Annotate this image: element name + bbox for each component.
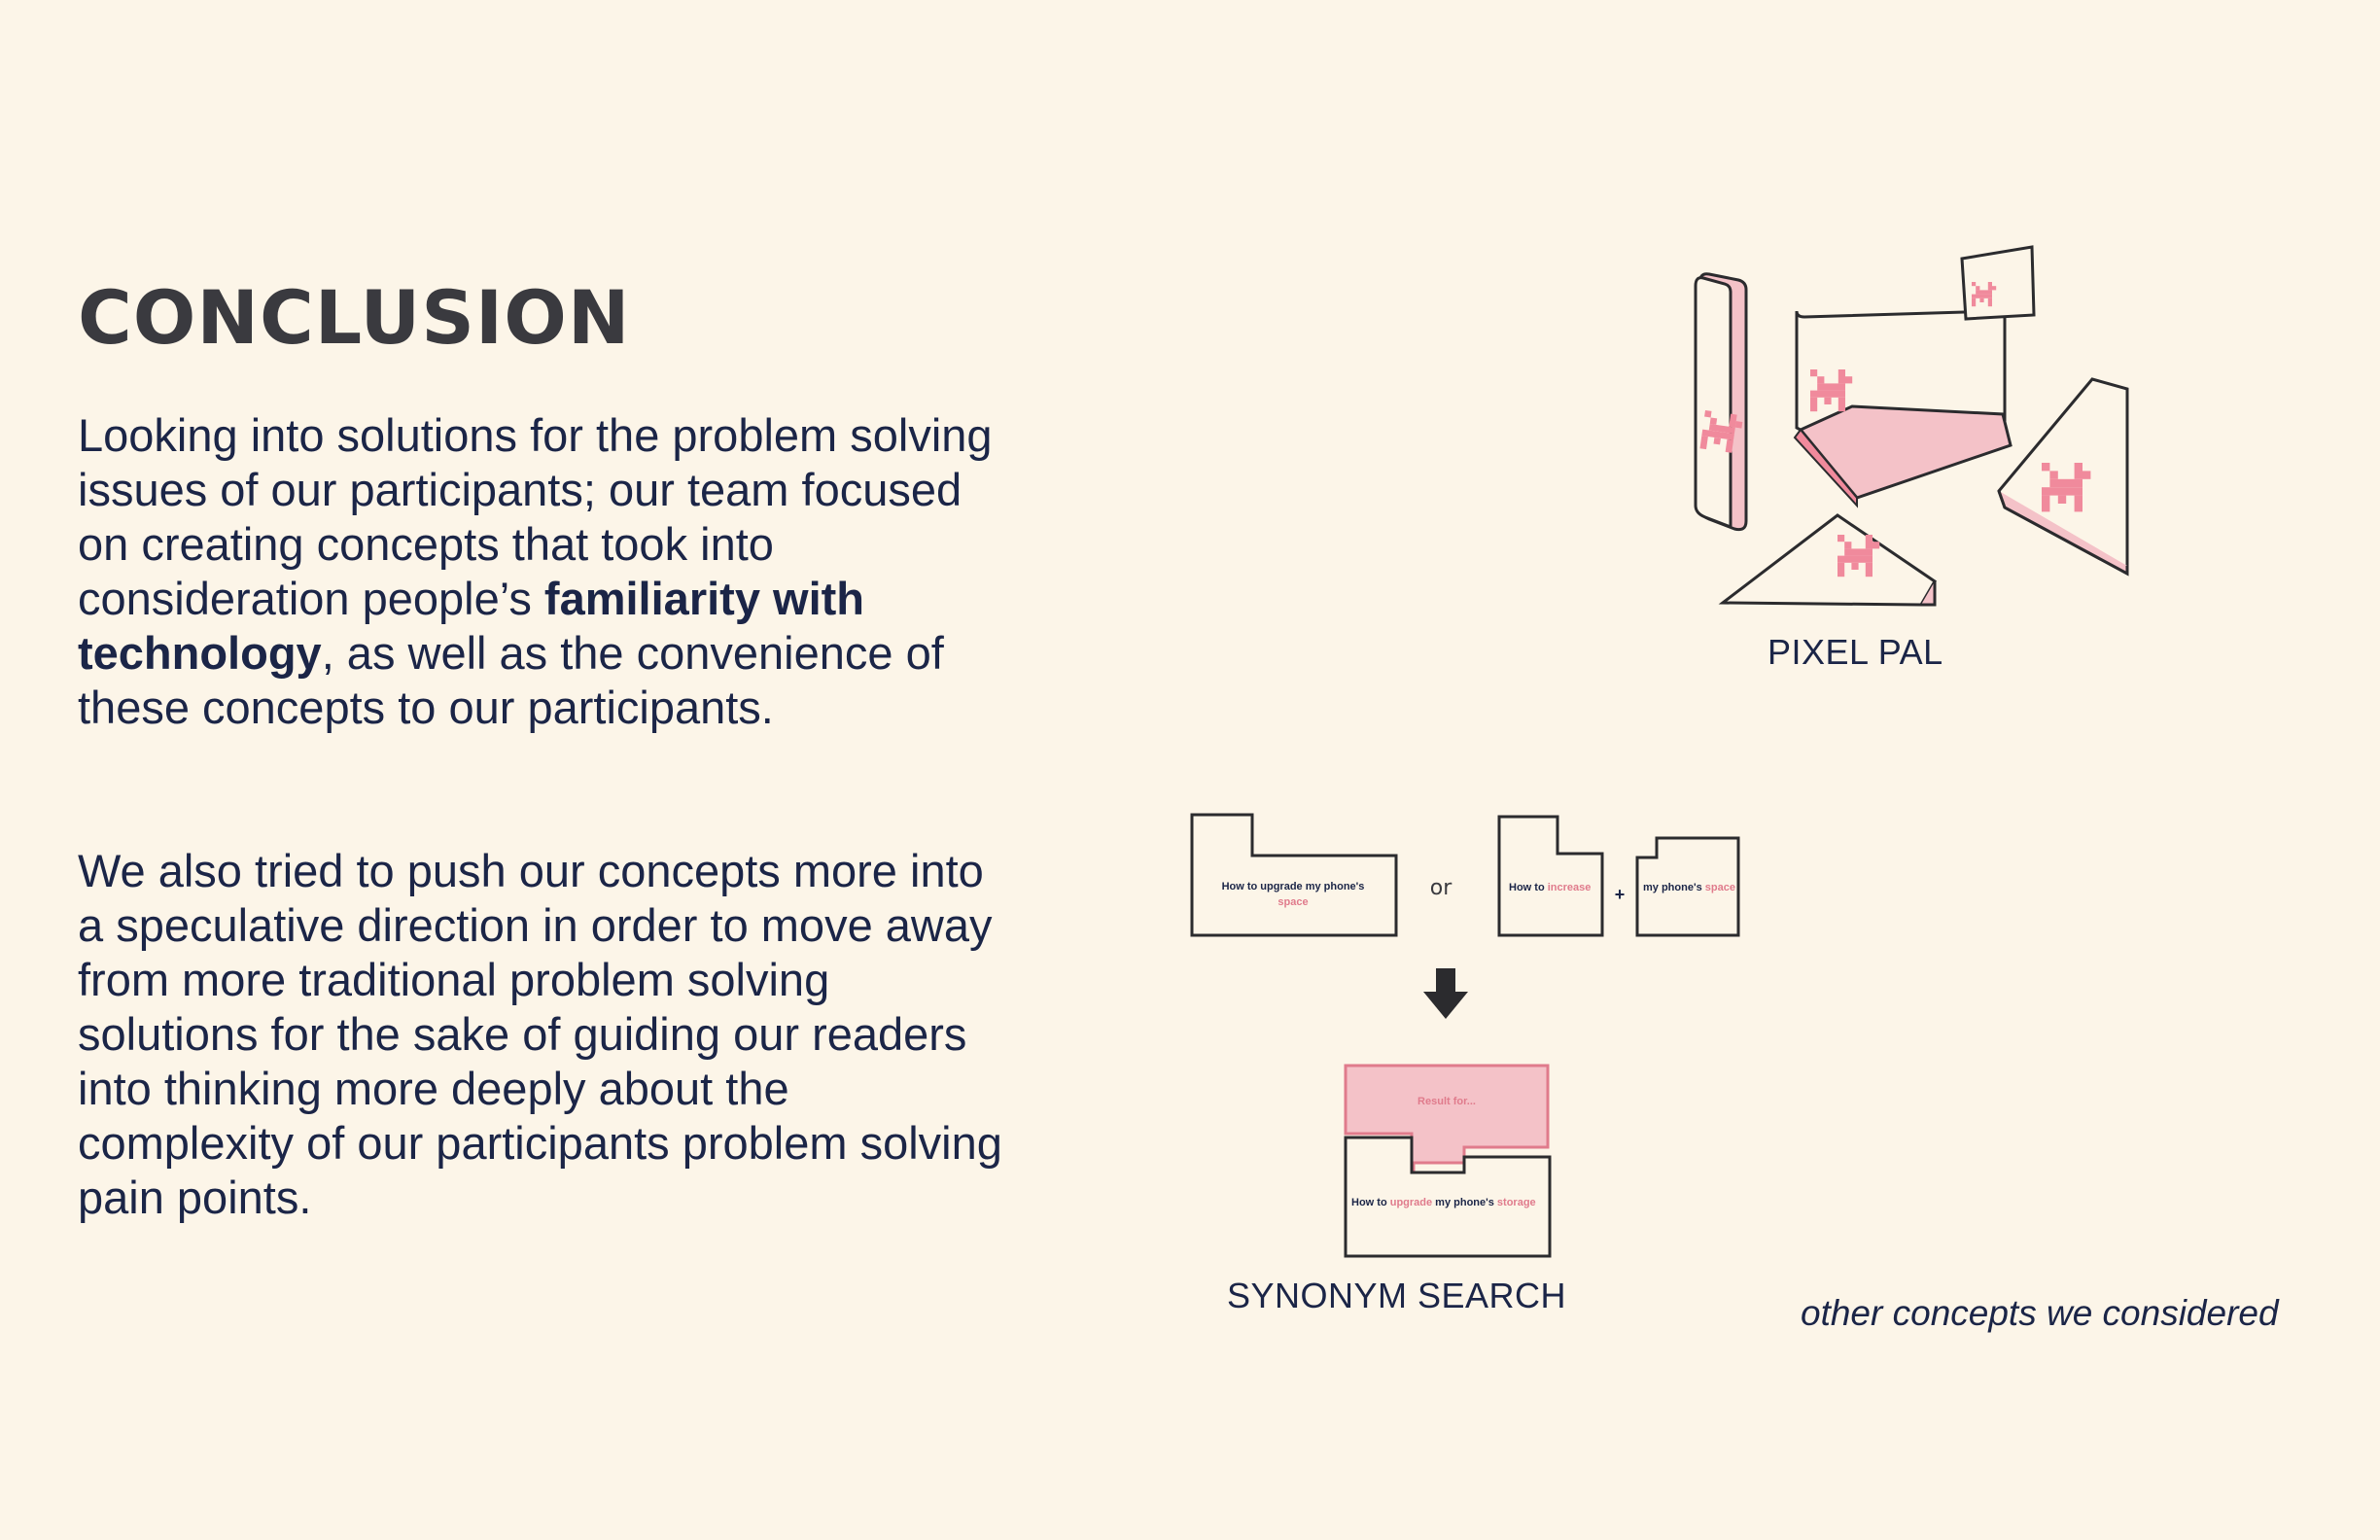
card1-highlight: space [1278, 896, 1308, 908]
small-screen-device [1960, 245, 2036, 321]
pixel-pal-caption: PIXEL PAL [1768, 632, 1943, 672]
query-card: How to upgrade my phone's storage [1344, 1136, 1552, 1258]
phone-device [1694, 272, 1748, 532]
page-title: CONCLUSION [78, 274, 631, 361]
search-card-3: my phone's space [1635, 836, 1740, 937]
search-card-1: How to upgrade my phone's space [1190, 813, 1398, 937]
other-concepts-note: other concepts we considered [1801, 1293, 2279, 1333]
paragraph-text: , as well as the convenience of these co… [78, 627, 944, 733]
card3-text: my phone's space [1643, 882, 1735, 893]
laptop-device [1793, 309, 2012, 508]
conclusion-paragraph-2: We also tried to push our concepts more … [78, 845, 1002, 1223]
pixel-pal-illustration [1694, 245, 2129, 607]
paragraph-text: Looking into solutions for the problem s… [78, 409, 993, 624]
query-text: How to upgrade my phone's storage [1351, 1197, 1536, 1208]
search-card-2: How to increase [1497, 815, 1604, 937]
conclusion-paragraph-1: Looking into solutions for the problem s… [78, 408, 1011, 735]
down-arrow-icon [1423, 968, 1468, 1019]
card1-text: How to upgrade my phone's [1222, 881, 1365, 892]
floor-device [1718, 513, 1938, 607]
synonym-search-caption: SYNONYM SEARCH [1227, 1276, 1567, 1315]
result-text: Result for... [1418, 1096, 1476, 1107]
plus-label: + [1615, 885, 1626, 904]
or-label: or [1430, 876, 1452, 900]
card2-text: How to increase [1509, 882, 1591, 893]
tablet-device [1997, 377, 2129, 577]
synonym-search-illustration: How to upgrade my phone's space or How t… [1190, 813, 1740, 1258]
result-card: Result for... [1344, 1064, 1550, 1174]
bold-phrase: familiarity with technology [78, 573, 864, 679]
